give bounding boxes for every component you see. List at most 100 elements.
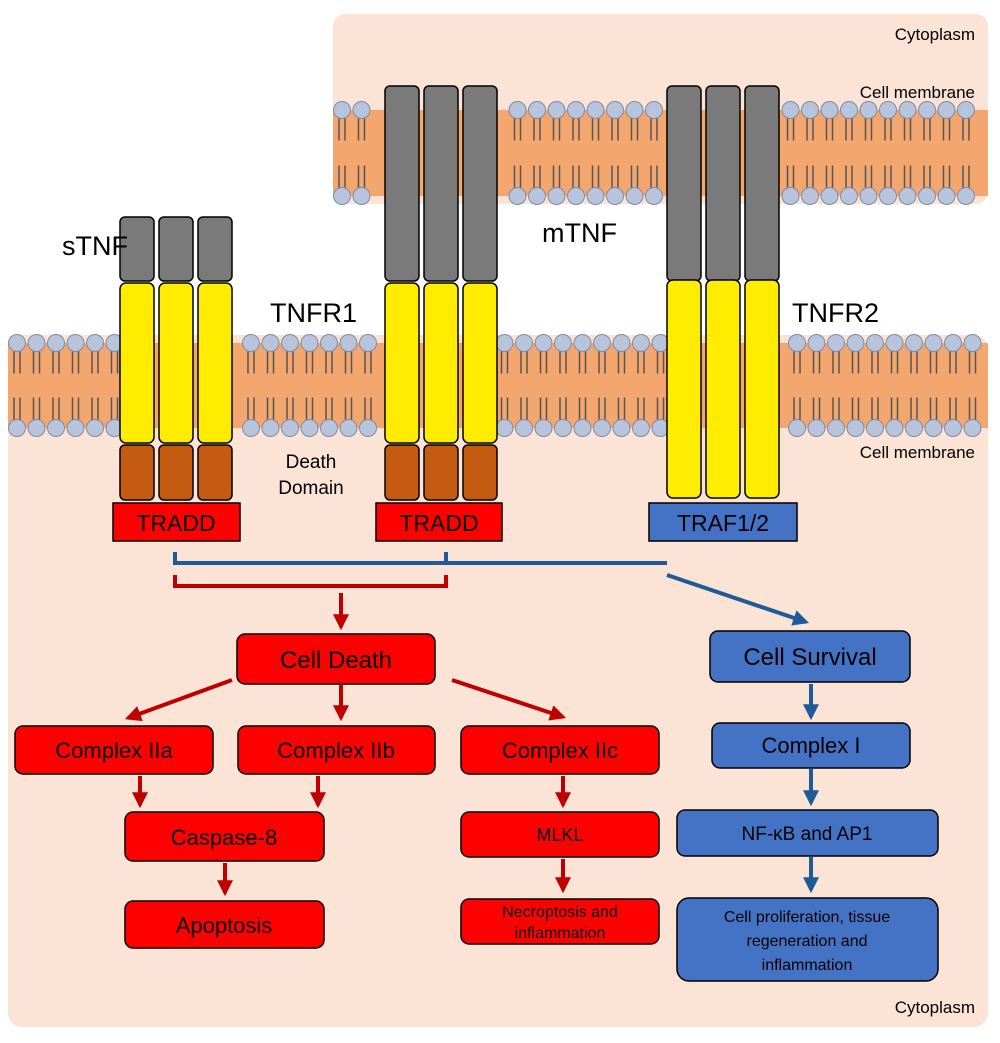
- lipid-tail: [825, 118, 834, 141]
- tnfr1-receptor-middle: [384, 282, 498, 444]
- lipid-tail: [832, 351, 840, 374]
- lipid-tail: [949, 397, 957, 420]
- lipid-tail: [871, 397, 879, 420]
- lipid-tail: [357, 118, 366, 141]
- complex-i-label: Complex I: [761, 733, 860, 758]
- nfkb-ap1-box: [676, 809, 939, 857]
- lipid-tail: [500, 397, 509, 420]
- mtnf-ligand-right: [666, 85, 780, 282]
- lipid-tail: [864, 118, 873, 141]
- lipid-head: [281, 334, 299, 352]
- lipid-tail: [630, 165, 639, 188]
- lipid-tail: [617, 351, 626, 374]
- lipid-head: [632, 419, 650, 437]
- tnfr1-label: TNFR1: [270, 298, 357, 328]
- cell-death-label: Cell Death: [280, 647, 392, 674]
- lipid-tail: [305, 397, 314, 420]
- tnfr1-receptor-left: [119, 282, 233, 444]
- survival-outcome-line1: Cell proliferation, tissue: [724, 909, 890, 926]
- cell-survival-box: [709, 630, 911, 683]
- tnfr2-receptor: [666, 279, 780, 499]
- death-domain-label-line2: Domain: [278, 478, 343, 499]
- lipid-tail: [617, 397, 626, 420]
- lipid-tail: [520, 351, 528, 374]
- cell-survival-label: Cell Survival: [743, 644, 876, 671]
- survival-outcome-line3: inflammation: [762, 957, 853, 974]
- lipid-tail: [559, 397, 567, 420]
- complex-i-box: [711, 722, 911, 769]
- lipid-tail: [32, 351, 41, 374]
- lipid-head: [827, 419, 845, 437]
- caspase8-label: Caspase-8: [171, 825, 277, 850]
- lipid-tail: [305, 351, 314, 374]
- lipid-head: [567, 187, 585, 205]
- lipid-tail: [91, 397, 99, 420]
- lipid-head: [528, 187, 546, 205]
- lipid-head: [534, 334, 553, 352]
- mlkl-label: MLKL: [536, 825, 583, 845]
- lipid-tail: [884, 118, 892, 141]
- complex-iic-label: Complex IIc: [502, 738, 618, 763]
- lipid-tail: [806, 118, 814, 141]
- lipid-tail: [630, 118, 639, 141]
- lipid-tail: [266, 351, 275, 374]
- lipid-head: [807, 334, 826, 352]
- lipid-head: [924, 334, 943, 352]
- lipid-head: [905, 334, 923, 352]
- lipid-tail: [110, 397, 119, 420]
- lipid-tail: [539, 351, 548, 374]
- lipid-tail: [552, 165, 561, 188]
- arrow-death-to-iic: [451, 678, 567, 721]
- lipid-head: [547, 187, 566, 205]
- lipid-head: [586, 187, 605, 205]
- lipid-head: [495, 334, 514, 352]
- lipid-tail: [572, 118, 580, 141]
- lipid-tail: [806, 165, 814, 188]
- lipid-tail: [890, 397, 899, 420]
- lipid-tail: [832, 397, 840, 420]
- lipid-tail: [812, 351, 821, 374]
- tradd-box-1: [112, 502, 241, 542]
- lipid-head: [352, 101, 371, 119]
- lipid-head: [8, 419, 26, 437]
- lipid-head: [781, 101, 800, 119]
- lipid-tail: [513, 118, 522, 141]
- traf-to-survival-arrow: [666, 573, 810, 626]
- membrane-core: [8, 343, 988, 428]
- lipid-tail: [32, 397, 41, 420]
- lipid-tail: [338, 118, 346, 141]
- lipid-head: [573, 334, 592, 352]
- lipid-head: [606, 101, 624, 119]
- necroptosis-label-line2: inflammation: [515, 925, 606, 942]
- lipid-head: [840, 101, 858, 119]
- survival-outcome-box: [676, 897, 939, 982]
- lipid-tail: [591, 118, 600, 141]
- lipid-head: [339, 419, 358, 437]
- lipid-tail: [656, 397, 665, 420]
- lipid-head: [567, 101, 585, 119]
- complex-iib-label: Complex IIb: [277, 738, 394, 763]
- lipid-tail: [13, 397, 21, 420]
- traf-label: TRAF1/2: [677, 510, 769, 536]
- lipid-tail: [520, 397, 528, 420]
- lipid-head: [86, 419, 104, 437]
- lipid-tail: [786, 165, 795, 188]
- lipid-tail: [539, 397, 548, 420]
- lipid-head: [320, 334, 338, 352]
- lipid-tail: [247, 397, 255, 420]
- lipid-head: [554, 419, 572, 437]
- lipid-head: [27, 334, 46, 352]
- lipid-head: [898, 187, 917, 205]
- lipid-head: [879, 187, 897, 205]
- lipid-tail: [286, 351, 294, 374]
- lipid-head: [47, 419, 65, 437]
- survival-bracket: [173, 552, 667, 565]
- tradd-label-2: TRADD: [399, 510, 478, 536]
- lipid-head: [788, 334, 806, 352]
- lipid-tail: [825, 165, 834, 188]
- lipid-tail: [52, 397, 60, 420]
- membrane-top-label: Cell membrane: [860, 83, 975, 102]
- lipid-tail: [650, 165, 658, 188]
- lipid-head: [515, 334, 533, 352]
- death-domain-label-line1: Death: [286, 452, 337, 473]
